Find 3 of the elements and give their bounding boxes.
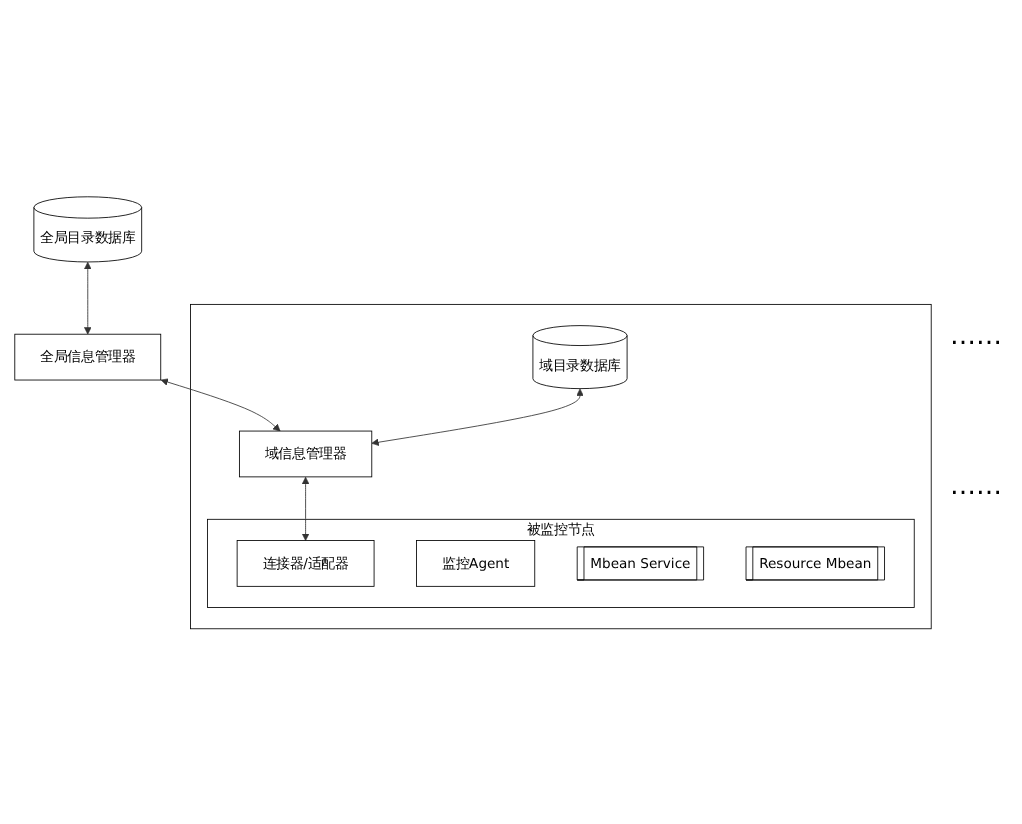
ellipsis-label: …… — [950, 472, 1002, 502]
cluster — [190, 303, 932, 629]
ellipsis-label: …… — [950, 322, 1002, 352]
